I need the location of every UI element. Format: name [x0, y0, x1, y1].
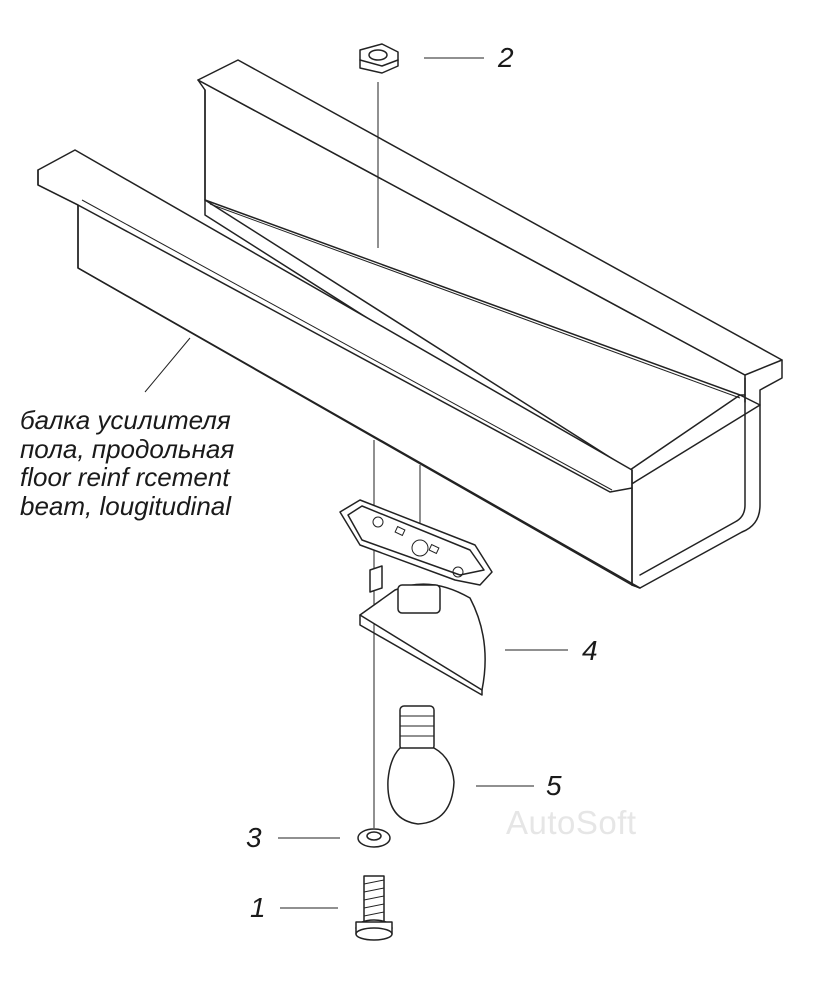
washer-part-3	[278, 828, 391, 848]
beam-label-line-1: балка усилителя	[20, 405, 231, 435]
beam-label: балка усилителя пола, продольная floor r…	[20, 406, 234, 520]
callout-label-5: 5	[546, 770, 562, 801]
beam-label-line-3: floor reinf rcement	[20, 462, 230, 492]
floor-reinforcement-beam	[37, 59, 783, 589]
screw-part-1	[280, 875, 393, 941]
callout-label-4: 4	[582, 635, 598, 666]
callout-label-3: 3	[246, 822, 262, 853]
nut-part-2	[359, 43, 484, 74]
watermark: AutoSoft	[506, 804, 637, 841]
lamp-housing-part-4	[339, 499, 568, 696]
beam-label-line-4: beam, lougitudinal	[20, 490, 232, 521]
callout-label-2: 2	[498, 42, 514, 73]
beam-label-line-2: пола, продольная	[20, 433, 235, 464]
bulb-part-5	[387, 705, 534, 825]
callout-label-1: 1	[250, 892, 266, 923]
